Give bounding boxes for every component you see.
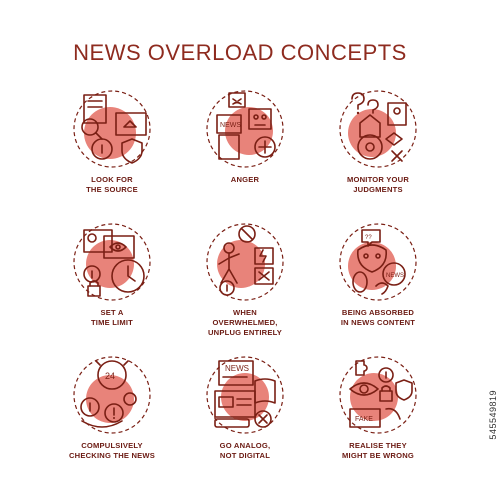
judgment-icon	[336, 87, 420, 171]
analog-icon: NEWS	[203, 353, 287, 437]
absorbed-icon: ?? NEWS	[336, 220, 420, 304]
concept-label: GO ANALOG, NOT DIGITAL	[219, 441, 271, 460]
concept-unplug: WHEN OVERWHELMED, UNPLUG ENTIRELY	[178, 218, 312, 348]
time-limit-icon	[70, 220, 154, 304]
wrong-icon: FAKE	[336, 353, 420, 437]
anger-news-icon: NEWS	[203, 87, 287, 171]
concept-label: LOOK FOR THE SOURCE	[86, 175, 138, 194]
svg-text:FAKE: FAKE	[355, 416, 373, 423]
concept-compulsive-checking: 24 COMPULSIVELY CHECKING THE NEWS	[45, 351, 179, 481]
unplug-icon	[203, 220, 287, 304]
concept-label: SET A TIME LIMIT	[90, 308, 134, 327]
concept-label: WHEN OVERWHELMED, UNPLUG ENTIRELY	[207, 308, 283, 337]
svg-text:??: ??	[365, 235, 372, 241]
concept-label: COMPULSIVELY CHECKING THE NEWS	[68, 441, 156, 460]
concept-go-analog: NEWS GO ANALOG, NOT DIGITAL	[178, 351, 312, 481]
concept-absorbed: ?? NEWS BEING ABSORBED IN NEWS CONTENT	[311, 218, 445, 348]
concept-label: ANGER	[230, 175, 260, 184]
svg-text:NEWS: NEWS	[386, 273, 404, 279]
svg-text:NEWS: NEWS	[225, 364, 249, 373]
concept-set-time-limit: SET A TIME LIMIT	[45, 218, 179, 348]
concept-might-be-wrong: FAKE REALISE THEY MIGHT BE WRONG	[311, 351, 445, 481]
concept-anger: NEWS ANGER	[178, 85, 312, 215]
concept-label: MONITOR YOUR JUDGMENTS	[346, 175, 410, 194]
concept-monitor-judgments: MONITOR YOUR JUDGMENTS	[311, 85, 445, 215]
concept-label: BEING ABSORBED IN NEWS CONTENT	[340, 308, 416, 327]
concept-label: REALISE THEY MIGHT BE WRONG	[342, 441, 414, 460]
concept-look-for-source: LOOK FOR THE SOURCE	[45, 85, 179, 215]
page-title: NEWS OVERLOAD CONCEPTS	[73, 40, 407, 65]
svg-text:NEWS: NEWS	[220, 122, 241, 129]
checking-news-icon: 24	[70, 353, 154, 437]
svg-text:24: 24	[105, 371, 115, 381]
source-search-icon	[70, 87, 154, 171]
concept-grid: LOOK FOR THE SOURCE NEWS ANGER	[45, 85, 445, 465]
stock-id-text: 545549819	[488, 390, 498, 440]
